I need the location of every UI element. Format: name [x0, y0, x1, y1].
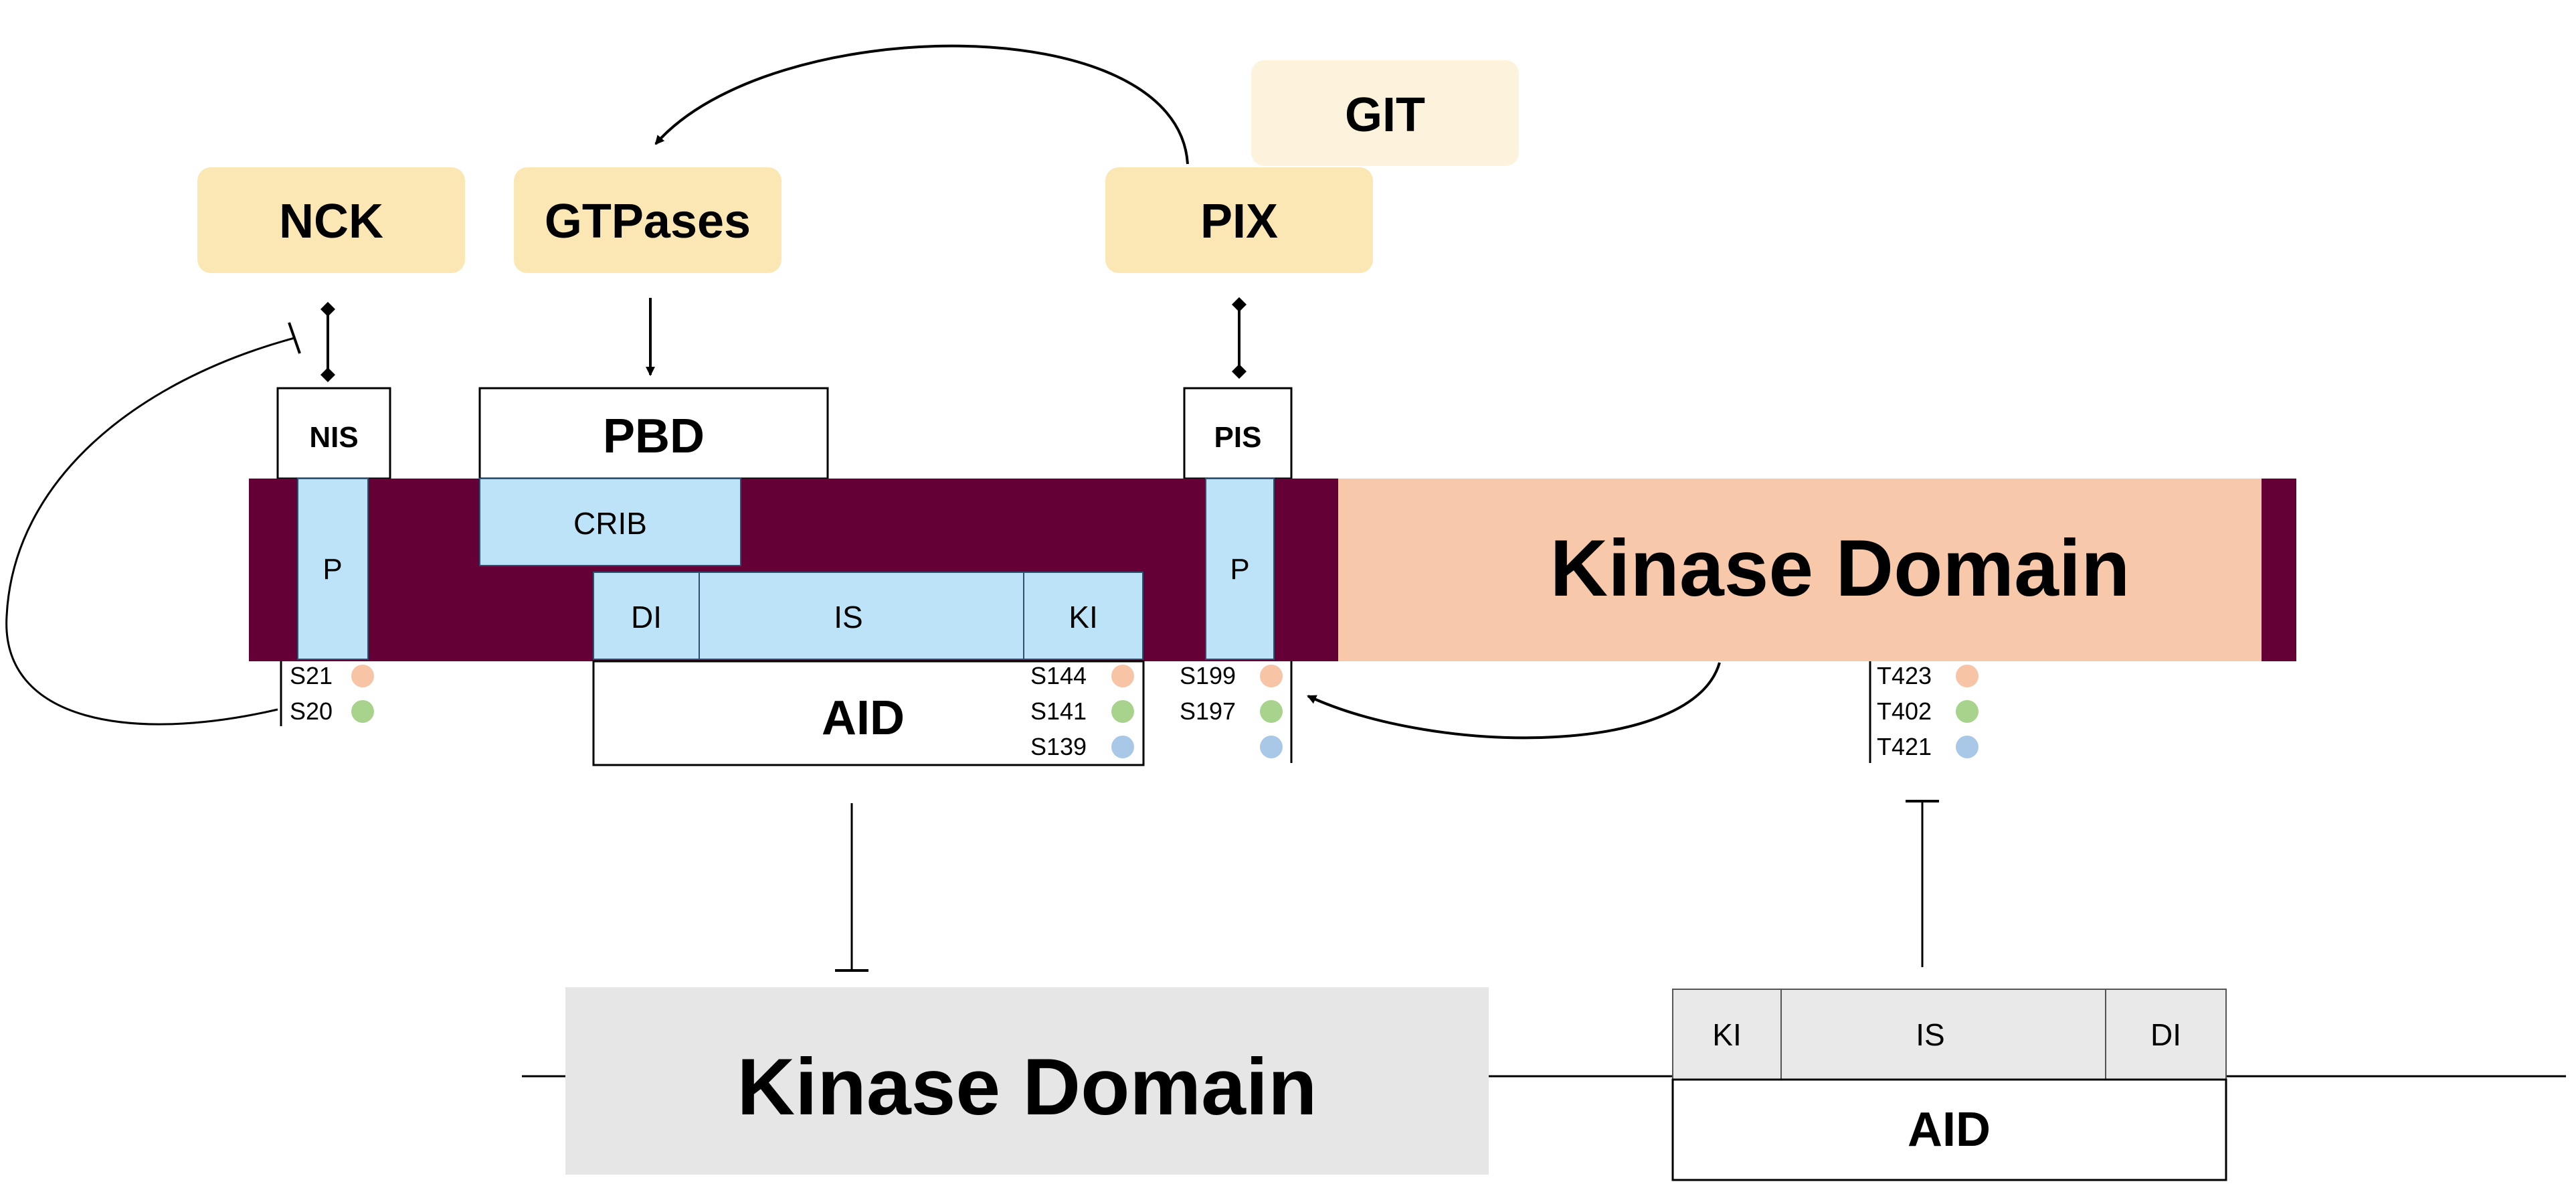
nis-label: NIS: [309, 421, 358, 454]
nis-feedback-tbar: [288, 322, 301, 354]
site-s139: S139: [1030, 733, 1087, 760]
site-s199-dot: [1260, 665, 1283, 687]
kinase-domain: Kinase Domain: [1338, 479, 2262, 661]
ki-segment: KI: [1023, 572, 1143, 660]
pix-to-gtpases-arrow: [654, 44, 1189, 165]
site-s20-dot: [351, 700, 374, 723]
site-s197-dot: [1260, 700, 1283, 723]
site-s21-dot: [351, 665, 374, 687]
site-t402: T402: [1877, 697, 1932, 725]
site-t421-dot: [1956, 736, 1979, 758]
inactive-is-segment: IS: [1780, 989, 2106, 1080]
is-label: IS: [834, 600, 862, 634]
pix-diamond-top: [1232, 297, 1247, 312]
inactive-is-label: IS: [1916, 1017, 1944, 1052]
site-s144: S144: [1030, 662, 1087, 689]
partner-nck: NCK: [197, 167, 465, 273]
inactive-ki-segment: KI: [1672, 989, 1782, 1080]
site-s141: S141: [1030, 697, 1087, 725]
aid-phosphosites: S144 S141 S139: [1030, 662, 1134, 760]
nis-phosphosites: S21 S20: [280, 661, 374, 726]
partner-gtpases: GTPases: [514, 167, 781, 273]
p-segment-pis: P: [1205, 478, 1275, 660]
crib-label: CRIB: [573, 506, 647, 541]
inactive-kinase-domain: Kinase Domain: [565, 987, 1489, 1175]
partner-pix: PIX: [1105, 167, 1373, 273]
inactive-kinase-domain-label: Kinase Domain: [737, 1042, 1317, 1132]
inactive-ki-label: KI: [1712, 1017, 1741, 1052]
ki-label: KI: [1069, 600, 1097, 634]
site-unlabeled-dot: [1260, 736, 1283, 758]
site-t402-dot: [1956, 700, 1979, 723]
is-segment: IS: [699, 572, 1024, 660]
pbd-box: PBD: [478, 387, 829, 480]
site-s141-dot: [1111, 700, 1134, 723]
crib-segment: CRIB: [479, 478, 741, 566]
p-segment-nis: P: [297, 478, 369, 660]
aid-label: AID: [822, 691, 905, 745]
kinase-phosphosites: T423 T402 T421: [1869, 661, 1979, 763]
nis-feedback-inhibition: [5, 337, 295, 726]
inactive-di-label: DI: [2150, 1017, 2181, 1052]
site-t421: T421: [1877, 733, 1932, 760]
site-s144-dot: [1111, 665, 1134, 687]
pbd-label: PBD: [603, 410, 705, 463]
nck-label: NCK: [279, 195, 383, 248]
site-s197: S197: [1180, 697, 1236, 725]
partner-git: GIT: [1251, 60, 1519, 166]
p-segment-pis-label: P: [1230, 553, 1249, 586]
p-segment-nis-label: P: [323, 553, 342, 586]
site-s199: S199: [1180, 662, 1236, 689]
kinase-domain-label: Kinase Domain: [1550, 523, 2130, 613]
site-t423-dot: [1956, 665, 1979, 687]
site-s21: S21: [290, 662, 333, 689]
nck-diamond-bottom: [320, 367, 335, 382]
pis-box: PIS: [1183, 387, 1293, 480]
site-s139-dot: [1111, 736, 1134, 758]
kinase-autophosphorylation-arrow: [1307, 662, 1721, 740]
inactive-aid-box: AID: [1671, 1078, 2227, 1181]
nck-diamond-top: [320, 302, 335, 317]
inactive-aid-label: AID: [1908, 1103, 1991, 1157]
pix-diamond-bottom: [1232, 364, 1247, 379]
gtpases-label: GTPases: [545, 195, 751, 248]
pis-label: PIS: [1214, 421, 1262, 454]
site-s20: S20: [290, 697, 333, 725]
pis-phosphosites: S199 S197: [1180, 661, 1293, 763]
di-label: DI: [631, 600, 662, 634]
nis-box: NIS: [276, 387, 391, 480]
site-t423: T423: [1877, 662, 1932, 689]
aid-box: AID: [592, 660, 1145, 766]
di-segment: DI: [593, 572, 700, 660]
inactive-di-segment: DI: [2105, 989, 2227, 1080]
pix-label: PIX: [1200, 195, 1278, 248]
git-label: GIT: [1345, 88, 1425, 142]
